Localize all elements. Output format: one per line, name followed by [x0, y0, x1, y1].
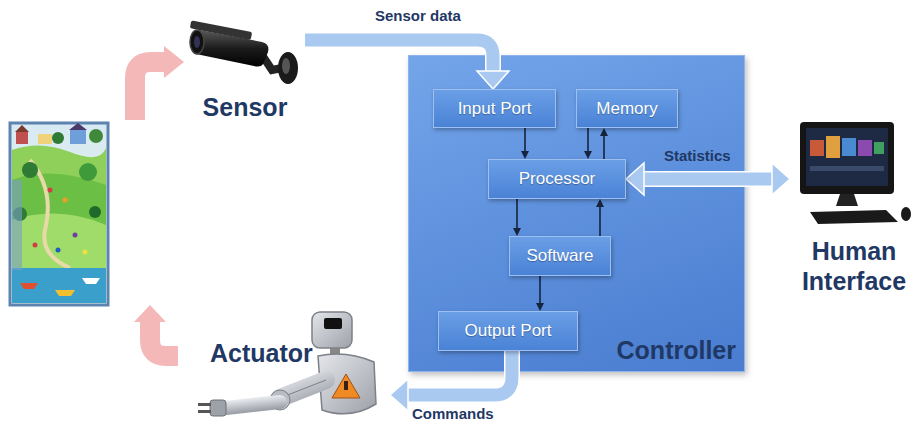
- port-box: Input Port: [433, 89, 556, 128]
- environment-arrows: [134, 46, 184, 356]
- controller-panel: Controller Input Port MemoryProcessorSoftw…: [408, 55, 745, 372]
- robot-icon: [198, 312, 376, 416]
- camera-icon: [190, 20, 298, 84]
- port-box: Output Port: [438, 311, 578, 351]
- node-label: Sensor: [185, 92, 305, 122]
- box-label: Memory: [596, 99, 657, 119]
- box-label: Input Port: [458, 99, 532, 119]
- box-label: Software: [526, 246, 593, 266]
- box-label: Output Port: [465, 321, 552, 341]
- painting: [10, 123, 108, 305]
- memory-box: Memory: [576, 89, 678, 128]
- node-label: Controller: [617, 336, 736, 365]
- processor-box: Processor: [488, 159, 626, 199]
- box-label: Processor: [519, 169, 596, 189]
- software-box: Software: [509, 236, 611, 276]
- sensor-node: Sensor: [185, 14, 305, 124]
- computer-icon: [800, 122, 911, 224]
- node-label: Human Interface: [792, 236, 916, 296]
- flow-label: Sensor data: [375, 7, 461, 24]
- actuator-node: Actuator: [190, 305, 390, 430]
- flow-label: Statistics: [664, 147, 731, 164]
- flow-label: Commands: [412, 405, 494, 422]
- interface-node: Human Interface: [790, 118, 918, 303]
- node-label: Actuator: [210, 338, 325, 368]
